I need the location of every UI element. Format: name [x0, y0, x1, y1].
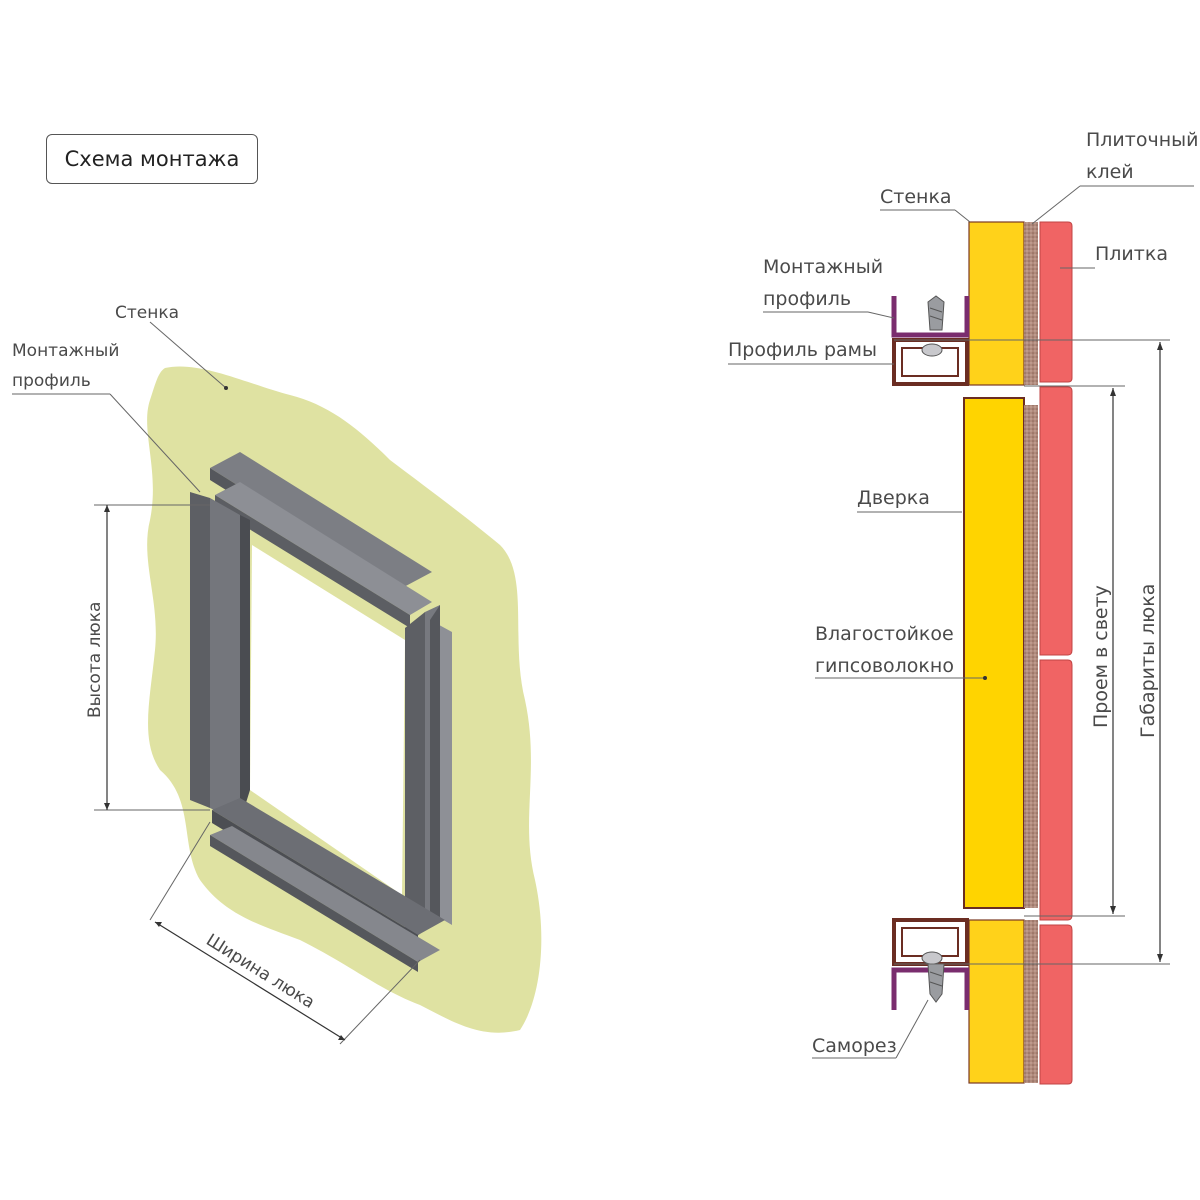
label-frame-profile: Профиль рамы [728, 339, 877, 361]
bottom-profiles [891, 918, 970, 1010]
tile-top [1039, 221, 1073, 383]
label-adhesive-1: Плиточный [1086, 129, 1198, 151]
label-wall: Стенка [880, 186, 952, 208]
door-panel [963, 397, 1025, 909]
opening [250, 545, 405, 895]
tile-bottom [1039, 924, 1073, 1085]
isometric-view: Стенка Монтажный профиль Высота люка Шир… [12, 303, 542, 1045]
label-mount-profile-1: Монтажный [763, 256, 883, 278]
left-frame-bar [190, 492, 250, 822]
width-label: Ширина люка [202, 930, 318, 1013]
right-frame-bar [405, 605, 452, 945]
bottom-frame-bar [210, 798, 445, 972]
height-label: Высота люка [85, 602, 105, 718]
label-tile: Плитка [1095, 243, 1168, 265]
adhesive-bottom [1024, 920, 1038, 1083]
title-box: Схема монтажа [46, 134, 258, 184]
left-label-wall: Стенка [115, 303, 179, 323]
dimensions-label: Габариты люка [1137, 584, 1159, 738]
label-gypsum-2: гипсоволокно [815, 655, 954, 677]
label-gypsum-1: Влагостойкое [815, 623, 954, 645]
label-screw: Саморез [812, 1035, 897, 1057]
wall-top [968, 221, 1025, 386]
left-label-mount-profile-1: Монтажный [12, 341, 119, 361]
top-frame-bar [210, 452, 432, 628]
cross-section: Проем в свету Габариты люка Плиточный кл… [728, 129, 1198, 1085]
label-adhesive-2: клей [1086, 161, 1134, 183]
wall-bottom [968, 919, 1025, 1084]
top-profiles [891, 295, 970, 386]
left-label-mount-profile-2: профиль [12, 371, 91, 391]
opening-label: Проем в свету [1090, 585, 1112, 728]
adhesive-door [1024, 405, 1038, 908]
adhesive-top [1024, 222, 1038, 385]
diagram-title: Схема монтажа [64, 147, 240, 171]
label-mount-profile-2: профиль [763, 288, 851, 310]
label-door: Дверка [857, 487, 930, 509]
tile-door-1 [1039, 386, 1073, 656]
tile-door-2 [1039, 659, 1073, 921]
